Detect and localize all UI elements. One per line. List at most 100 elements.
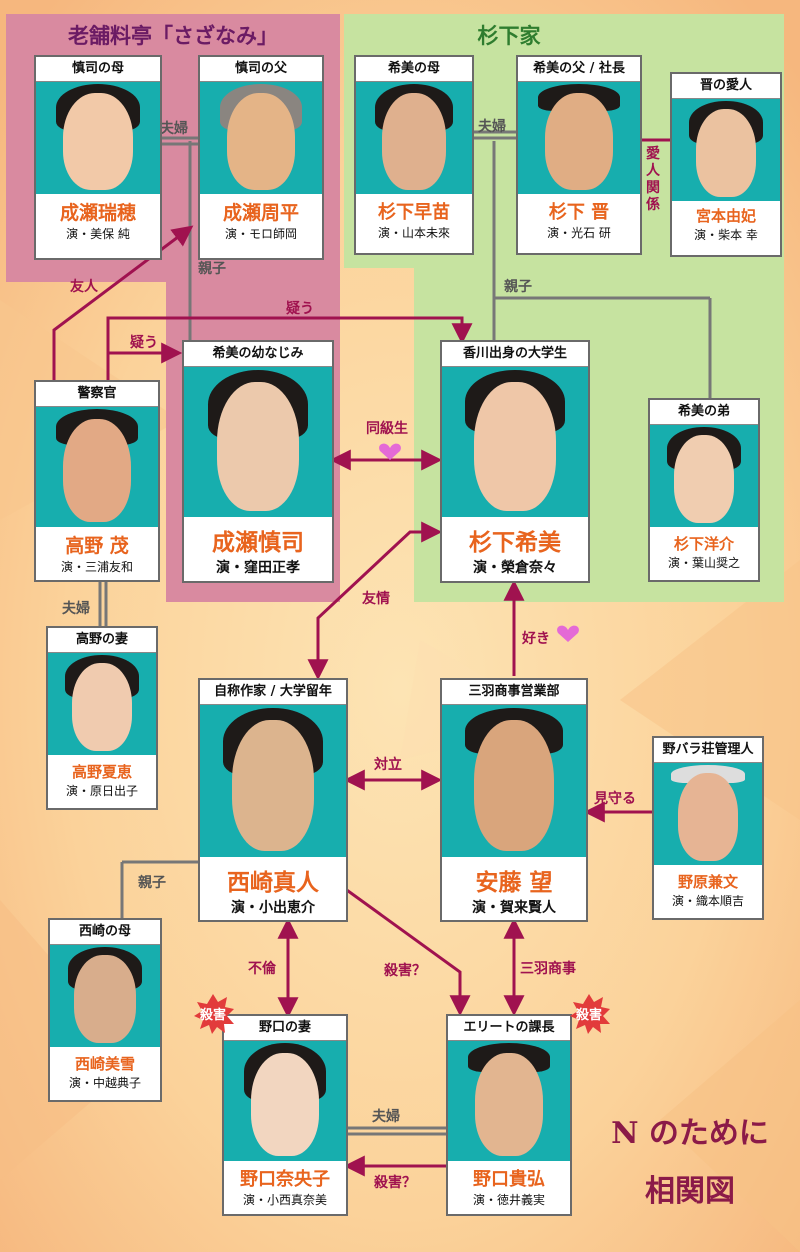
person-actor: 演・モロ師岡 (224, 227, 297, 241)
person-role: 慎司の父 (200, 57, 322, 82)
relation-label-fufu: 夫婦 (62, 601, 90, 617)
person-card-kanefumi[interactable]: 野バラ荘管理人 野原兼文 演・織本順吉 (652, 736, 764, 920)
portrait-icon (672, 99, 780, 201)
group-title-sazanami: 老舗料亭「さざなみ」 (68, 23, 278, 48)
relation-label-furin: 不倫 (248, 961, 276, 977)
person-card-shigeru[interactable]: 警察官 高野 茂 演・三浦友和 (34, 380, 160, 582)
portrait-icon (184, 367, 332, 517)
relation-label-oyako: 親子 (198, 261, 226, 277)
person-card-miyuki[interactable]: 西崎の母 西崎美雪 演・中越典子 (48, 918, 162, 1102)
blood-splat-icon (194, 994, 234, 1034)
person-role: 警察官 (36, 382, 158, 407)
portrait-icon (224, 1041, 346, 1161)
person-name: 野口貴弘 (473, 1169, 545, 1190)
person-role: 慎司の母 (36, 57, 160, 82)
relation-label-fufu: 夫婦 (372, 1109, 400, 1125)
person-role: 三羽商事営業部 (442, 680, 586, 705)
diagram-title-line2: 相関図 (645, 1174, 735, 1209)
relation-label-oyako: 親子 (504, 279, 532, 295)
person-card-nozomi[interactable]: 香川出身の大学生 杉下希美 演・榮倉奈々 (440, 340, 590, 583)
person-actor: 演・徳井義実 (472, 1193, 545, 1207)
heart-icon (379, 443, 401, 460)
person-role: 希美の父 / 社長 (518, 57, 640, 82)
person-actor: 演・光石 研 (547, 226, 611, 240)
person-name: 杉下早苗 (378, 202, 450, 223)
person-name: 宮本由妃 (695, 207, 756, 225)
person-actor: 演・織本順吉 (671, 894, 744, 908)
relation-label-yujo: 友情 (362, 591, 390, 607)
person-actor: 演・小出恵介 (231, 900, 315, 916)
person-name: 成瀬瑞穂 (59, 202, 136, 224)
person-card-shuhei[interactable]: 慎司の父 成瀬周平 演・モロ師岡 (198, 55, 324, 260)
person-card-masato[interactable]: 自称作家 / 大学留年 西崎真人 演・小出恵介 (198, 678, 348, 922)
person-name: 杉下洋介 (673, 535, 734, 553)
person-role: 晋の愛人 (672, 74, 780, 99)
relation-label-fufu: 夫婦 (160, 121, 188, 137)
person-name: 野口奈央子 (240, 1169, 330, 1190)
portrait-icon (50, 945, 160, 1047)
person-card-natsue[interactable]: 高野の妻 高野夏恵 演・原日出子 (46, 626, 158, 810)
person-role: 希美の弟 (650, 400, 758, 425)
relation-label-satsugai: 殺害？ (374, 1175, 416, 1191)
person-card-yosuke[interactable]: 希美の弟 杉下洋介 演・葉山奨之 (648, 398, 760, 582)
portrait-icon (356, 82, 472, 194)
person-actor: 演・中越典子 (68, 1076, 141, 1090)
person-actor: 演・小西真奈美 (242, 1193, 327, 1207)
person-card-mizuho[interactable]: 慎司の母 成瀬瑞穂 演・美保 純 (34, 55, 162, 260)
portrait-icon (442, 367, 588, 517)
relation-label-tairitsu: 対立 (374, 757, 402, 773)
person-name: 西崎美雪 (74, 1055, 135, 1073)
person-card-yuki[interactable]: 晋の愛人 宮本由妃 演・柴本 幸 (670, 72, 782, 257)
person-actor: 演・三浦友和 (60, 560, 133, 574)
killed-badge: 殺害 (190, 992, 236, 1034)
killed-badge: 殺害 (566, 992, 612, 1034)
person-name: 西崎真人 (227, 869, 319, 896)
portrait-icon (36, 407, 158, 527)
person-card-sanae[interactable]: 希美の母 杉下早苗 演・山本未來 (354, 55, 474, 255)
person-card-shinji[interactable]: 希美の幼なじみ 成瀬慎司 演・窪田正孝 (182, 340, 334, 583)
portrait-icon (48, 653, 156, 755)
person-name: 安藤 望 (475, 869, 553, 896)
relation-label-mimamoru: 見守る (594, 791, 636, 807)
portrait-icon (448, 1041, 570, 1161)
person-actor: 演・賀来賢人 (472, 900, 556, 916)
person-name: 高野 茂 (65, 535, 129, 557)
portrait-icon (200, 705, 346, 857)
person-role: 香川出身の大学生 (442, 342, 588, 367)
portrait-icon (650, 425, 758, 527)
person-card-naoko[interactable]: 野口の妻 野口奈央子 演・小西真奈美 (222, 1014, 348, 1216)
person-card-takahiro[interactable]: エリートの課長 野口貴弘 演・徳井義実 (446, 1014, 572, 1216)
relation-label-utagau: 疑う (130, 335, 158, 351)
relation-label-dokyusei: 同級生 (366, 421, 408, 437)
person-card-nozomu[interactable]: 三羽商事営業部 安藤 望 演・賀来賢人 (440, 678, 588, 922)
person-name: 成瀬慎司 (212, 529, 304, 556)
person-name: 野原兼文 (677, 873, 738, 891)
group-title-sugishita: 杉下家 (477, 23, 541, 48)
relation-label-yujin: 友人 (70, 279, 98, 295)
person-actor: 演・原日出子 (65, 784, 138, 798)
relation-label-satsugai: 殺害？ (384, 963, 426, 979)
person-role: 西崎の母 (50, 920, 160, 945)
relation-label-suki: 好き (522, 631, 550, 647)
person-actor: 演・美保 純 (66, 227, 130, 241)
relation-label-mitsuba: 三羽商事 (520, 961, 576, 977)
person-role: 野口の妻 (224, 1016, 346, 1041)
heart-icon (557, 625, 579, 642)
person-name: 高野夏恵 (71, 763, 132, 781)
relation-label-oyako: 親子 (138, 875, 166, 891)
relation-label-utagau: 疑う (286, 301, 314, 317)
portrait-icon (36, 82, 160, 194)
diagram-title-line1: N のために (611, 1116, 769, 1151)
person-actor: 演・葉山奨之 (667, 556, 740, 570)
person-actor: 演・柴本 幸 (694, 228, 758, 242)
person-name: 杉下希美 (469, 529, 561, 556)
person-role: エリートの課長 (448, 1016, 570, 1041)
person-role: 自称作家 / 大学留年 (200, 680, 346, 705)
relation-label-fufu: 夫婦 (478, 119, 506, 135)
portrait-icon (518, 82, 640, 194)
blood-splat-icon (570, 994, 610, 1034)
person-card-susumu[interactable]: 希美の父 / 社長 杉下 晋 演・光石 研 (516, 55, 642, 255)
person-actor: 演・山本未來 (377, 226, 450, 240)
person-name: 杉下 晋 (548, 202, 610, 223)
